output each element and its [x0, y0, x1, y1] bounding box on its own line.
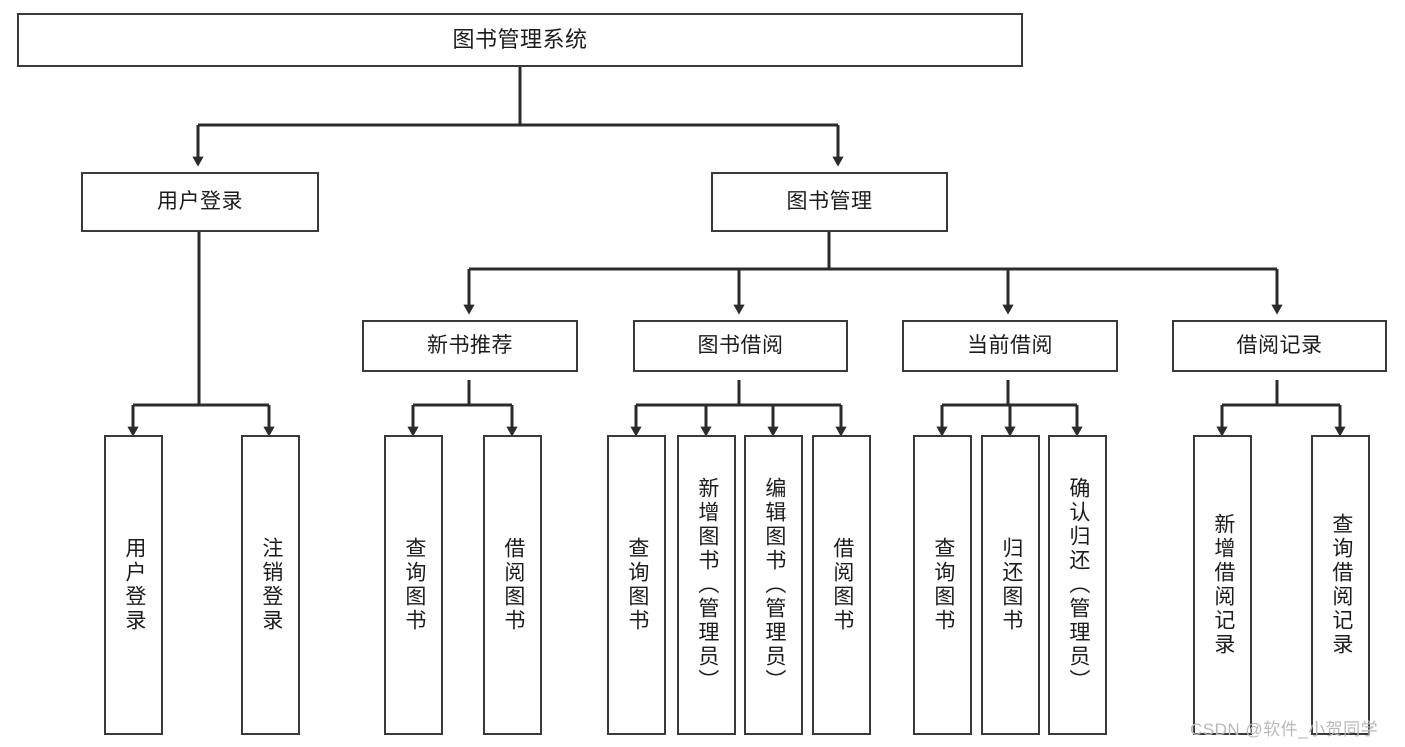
node-leaf-return-book[interactable]: 归还图书 — [981, 435, 1040, 735]
node-current-borrow[interactable]: 当前借阅 — [902, 320, 1118, 372]
node-label: 借阅记录 — [1236, 333, 1323, 357]
node-label: 查询图书 — [625, 537, 649, 633]
node-label: 用户登录 — [157, 189, 243, 213]
node-borrow-record[interactable]: 借阅记录 — [1172, 320, 1387, 372]
node-leaf-add-borrow-record[interactable]: 新增借阅记录 — [1193, 435, 1252, 735]
node-leaf-user-login[interactable]: 用户登录 — [104, 435, 163, 735]
node-label: 图书管理系统 — [452, 27, 588, 53]
node-label: 查询图书 — [402, 537, 426, 633]
node-label: 当前借阅 — [967, 333, 1053, 357]
node-label: 用户登录 — [122, 537, 146, 633]
node-user-login[interactable]: 用户登录 — [81, 172, 319, 232]
node-label: 归还图书 — [999, 537, 1023, 633]
node-book-management[interactable]: 图书管理 — [711, 172, 948, 232]
node-leaf-edit-book[interactable]: 编辑图书（管理员） — [744, 435, 803, 735]
node-label: 新增图书（管理员） — [695, 477, 719, 693]
node-leaf-query-book-borrow[interactable]: 查询图书 — [607, 435, 666, 735]
node-leaf-logout-login[interactable]: 注销登录 — [241, 435, 300, 735]
csdn-watermark: CSDN @软件_小贺同学 — [1190, 720, 1379, 739]
node-leaf-add-book[interactable]: 新增图书（管理员） — [677, 435, 736, 735]
node-label: 新增借阅记录 — [1211, 513, 1235, 657]
node-label: 借阅图书 — [501, 537, 525, 633]
node-new-book-recommend[interactable]: 新书推荐 — [362, 320, 578, 372]
node-label: 注销登录 — [259, 537, 283, 633]
node-book-borrow[interactable]: 图书借阅 — [633, 320, 848, 372]
node-root-book-management-system[interactable]: 图书管理系统 — [17, 13, 1023, 67]
node-leaf-query-book-current[interactable]: 查询图书 — [913, 435, 972, 735]
node-label: 查询借阅记录 — [1329, 513, 1353, 657]
node-label: 查询图书 — [931, 537, 955, 633]
node-leaf-query-borrow-record[interactable]: 查询借阅记录 — [1311, 435, 1370, 735]
node-label: 借阅图书 — [830, 537, 854, 633]
node-leaf-confirm-return[interactable]: 确认归还（管理员） — [1048, 435, 1107, 735]
node-leaf-borrow-book[interactable]: 借阅图书 — [812, 435, 871, 735]
node-leaf-borrow-book-recommend[interactable]: 借阅图书 — [483, 435, 542, 735]
node-label: 确认归还（管理员） — [1066, 477, 1090, 693]
node-leaf-query-book-recommend[interactable]: 查询图书 — [384, 435, 443, 735]
node-label: 图书管理 — [786, 189, 873, 213]
node-label: 图书借阅 — [697, 333, 784, 357]
node-label: 编辑图书（管理员） — [762, 477, 786, 693]
node-label: 新书推荐 — [427, 333, 513, 357]
